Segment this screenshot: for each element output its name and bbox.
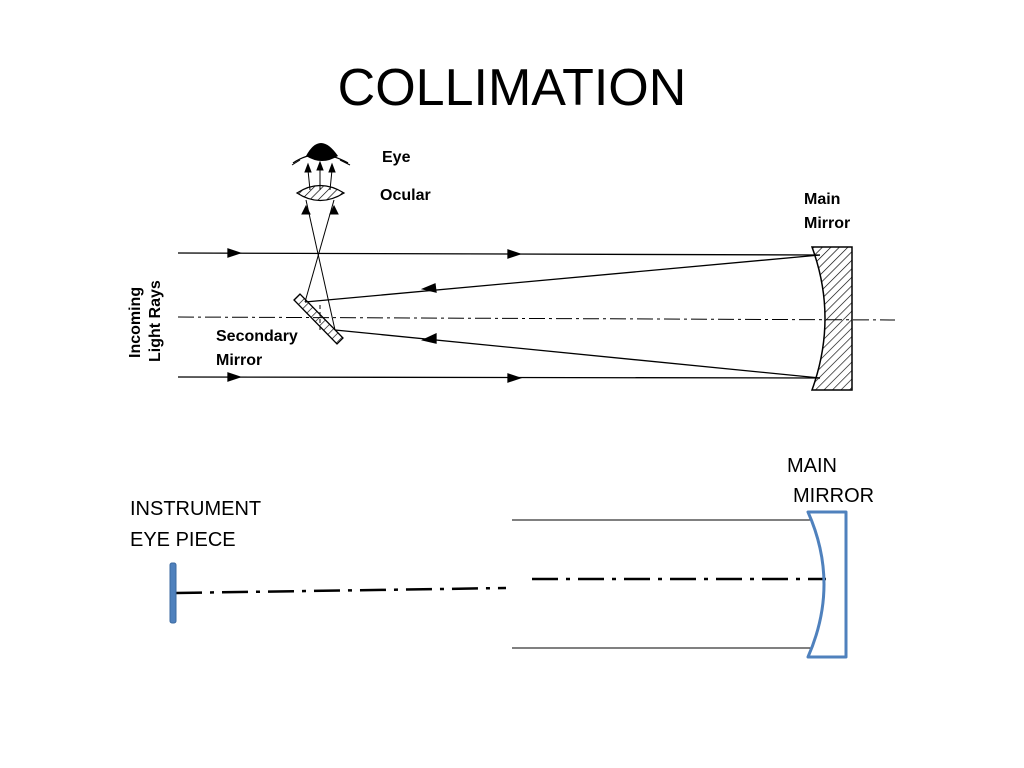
ocular-label: Ocular — [380, 187, 431, 204]
slide-title: COLLIMATION — [337, 59, 687, 117]
eye-label: Eye — [382, 149, 411, 166]
incoming-light-rays — [177, 248, 821, 383]
main-mirror-outline-icon — [806, 510, 848, 659]
eyepiece-caption-line2: EYE PIECE — [130, 529, 236, 551]
main-mirror-label-line1: Main — [804, 191, 840, 208]
collimation-setup-diagram: MAIN MIRROR INSTRUMENT EYE PIECE — [130, 455, 874, 659]
main-mirror-icon — [810, 246, 853, 391]
eyepiece-caption-line1: INSTRUMENT — [130, 498, 261, 520]
eye-icon — [291, 143, 351, 166]
eyepiece-axis-line — [175, 586, 507, 595]
secondary-mirror-label-line2: Mirror — [216, 352, 262, 369]
main-mirror-caption-line1: MAIN — [787, 455, 837, 477]
ocular-rays — [301, 160, 339, 331]
ocular-lens-icon — [295, 184, 346, 202]
incoming-light-rays-label-line2: Light Rays — [147, 280, 164, 362]
main-mirror-caption-line2: MIRROR — [793, 485, 874, 507]
eyepiece-icon — [169, 562, 177, 624]
reflected-rays — [304, 254, 821, 379]
secondary-mirror-icon — [293, 293, 344, 345]
main-mirror-label-line2: Mirror — [804, 215, 850, 232]
secondary-mirror-label-line1: Secondary — [216, 328, 298, 345]
incoming-light-rays-label-line1: Incoming — [127, 287, 144, 358]
newtonian-telescope-diagram: Eye Ocular Main Mirror Secondary Mirror … — [127, 143, 896, 391]
optical-axis — [177, 316, 896, 321]
